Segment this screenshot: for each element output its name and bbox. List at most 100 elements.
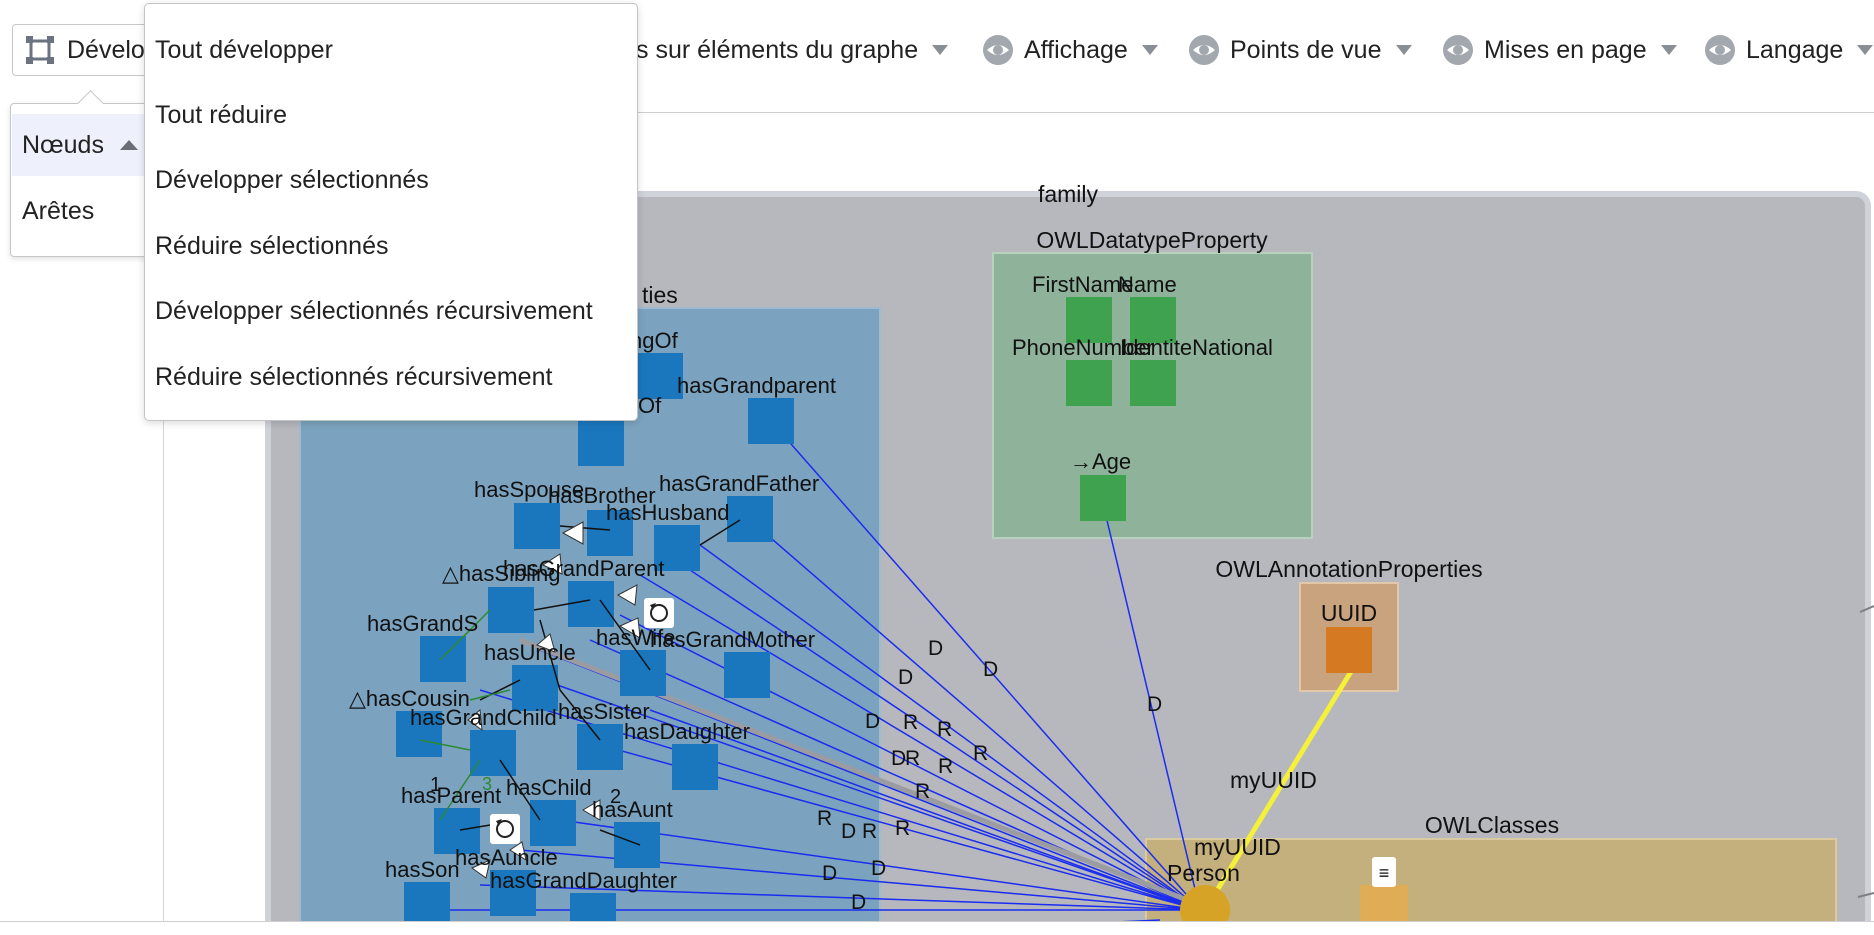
target-edges-item[interactable]: Arêtes xyxy=(12,180,150,242)
expand-collapse-button[interactable]: Dévelo xyxy=(12,24,154,76)
datatype-labels: FirstName Name PhoneNumber IdentiteNatio… xyxy=(1012,272,1273,474)
label-hasgrandparent-2: hasGrandParent xyxy=(503,556,664,581)
label-haschild: hasChild xyxy=(506,775,592,800)
node-hasuncle[interactable] xyxy=(512,665,558,711)
object-property-nodes xyxy=(396,353,794,921)
label-haswife: hasWife xyxy=(596,625,675,650)
domain-range-edges xyxy=(450,419,1201,921)
cardinality-two: 2 xyxy=(610,786,621,808)
domain-marker-6: D xyxy=(891,747,906,770)
menu-expand-selected[interactable]: Développer sélectionnés xyxy=(155,165,429,194)
label-phonenumber: PhoneNumber xyxy=(1012,335,1154,360)
node-of[interactable] xyxy=(578,420,624,466)
domain-marker-3: D xyxy=(898,666,913,689)
menu-collapse-selected[interactable]: Réduire sélectionnés xyxy=(155,231,389,260)
range-marker-8: R xyxy=(862,820,877,843)
graph-elements-actions-button[interactable]: s sur éléments du graphe xyxy=(636,24,949,76)
label-hasbrother: hasBrother xyxy=(548,483,656,508)
label-hasspouse: hasSpouse xyxy=(474,477,584,502)
display-label: Affichage xyxy=(1024,35,1128,64)
node-hasgranddaughter[interactable] xyxy=(570,893,616,921)
cardinality-three: 3 xyxy=(482,774,492,794)
node-hasdaughter[interactable] xyxy=(672,744,718,790)
label-hascousin: △hasCousin xyxy=(349,686,470,711)
range-marker-9: R xyxy=(895,817,910,840)
layouts-menu-button[interactable]: Mises en page xyxy=(1442,24,1677,76)
annotation-group-label: OWLAnnotationProperties xyxy=(1215,556,1482,582)
node-hasauncle[interactable] xyxy=(490,870,536,916)
node-hasspouse[interactable] xyxy=(514,503,560,549)
label-hasgrands: hasGrandS xyxy=(367,611,478,636)
label-hassibling: △hasSibling xyxy=(442,561,560,586)
language-menu-button[interactable]: Langage xyxy=(1704,24,1874,76)
node-uuid[interactable] xyxy=(1326,627,1372,673)
target-nodes-item[interactable]: Nœuds xyxy=(12,114,150,176)
eye-icon xyxy=(1189,35,1219,65)
caret-down-icon xyxy=(1141,45,1158,55)
node-class-2[interactable] xyxy=(1360,885,1408,921)
refresh-icon[interactable] xyxy=(490,814,520,844)
node-age[interactable] xyxy=(1080,475,1126,521)
node-hasgrandfather[interactable] xyxy=(727,496,773,542)
expand-collapse-dropdown: Tout développer Tout réduire Développer … xyxy=(144,3,638,421)
domain-marker-8: D xyxy=(822,862,837,885)
node-hassibling[interactable] xyxy=(488,587,534,633)
label-hasauncle: hasAuncle xyxy=(455,845,558,870)
node-hasgrandchild[interactable] xyxy=(470,730,516,776)
node-hascousin[interactable] xyxy=(396,711,442,757)
node-person[interactable] xyxy=(1180,885,1230,921)
domain-marker-10: D xyxy=(851,891,866,914)
range-marker-5: R xyxy=(938,755,953,778)
node-phonenumber[interactable] xyxy=(1066,360,1112,406)
domain-marker-9: D xyxy=(871,857,886,880)
node-hasgrands[interactable] xyxy=(420,636,466,682)
viewpoints-menu-button[interactable]: Points de vue xyxy=(1188,24,1412,76)
label-hassister: hasSister xyxy=(558,699,650,724)
node-hasson[interactable] xyxy=(404,882,450,921)
target-selector-menu: Nœuds Arêtes xyxy=(10,90,152,257)
node-hasparent[interactable] xyxy=(434,808,480,854)
node-haschild[interactable] xyxy=(530,800,576,846)
graph-svg[interactable]: family ties OWLDatatypeProperty OWLAnnot… xyxy=(164,113,1874,921)
node-identitenational[interactable] xyxy=(1130,360,1176,406)
language-label: Langage xyxy=(1746,35,1844,64)
classes-group xyxy=(1145,838,1837,921)
node-hassister[interactable] xyxy=(577,724,623,770)
caret-down-icon xyxy=(932,45,949,55)
node-haswife[interactable] xyxy=(620,650,666,696)
class-menu-button[interactable] xyxy=(1372,857,1396,887)
viewpoints-label: Points de vue xyxy=(1230,35,1382,64)
graph-elements-label: s sur éléments du graphe xyxy=(636,35,919,64)
label-of: Of xyxy=(638,393,662,418)
label-hasuncle: hasUncle xyxy=(484,640,576,665)
node-hasgrandparent-2[interactable] xyxy=(568,581,614,627)
label-hasdaughter: hasDaughter xyxy=(624,719,750,744)
label-hasparent: hasParent xyxy=(401,783,501,808)
menu-collapse-all[interactable]: Tout réduire xyxy=(155,100,288,129)
label-age: →Age xyxy=(1070,449,1131,474)
node-hasgrandmother[interactable] xyxy=(724,652,770,698)
target-edges-label: Arêtes xyxy=(22,196,95,225)
display-menu-button[interactable]: Affichage xyxy=(982,24,1158,76)
datatype-nodes xyxy=(1066,297,1176,521)
domain-marker-2: D xyxy=(983,658,998,681)
eye-icon xyxy=(1705,35,1735,65)
edge-markers: D D D D D R R R D R R R R D R R D D D xyxy=(817,637,1162,914)
menu-expand-all[interactable]: Tout développer xyxy=(155,35,333,64)
eye-icon xyxy=(1443,35,1473,65)
node-siblingof[interactable] xyxy=(637,353,683,399)
node-hasgrandparent[interactable] xyxy=(748,398,794,444)
target-nodes-label: Nœuds xyxy=(22,130,104,159)
menu-collapse-selected-recursively[interactable]: Réduire sélectionnés récursivement xyxy=(155,362,553,391)
menu-expand-selected-recursively[interactable]: Développer sélectionnés récursivement xyxy=(155,296,593,325)
node-hasaunt[interactable] xyxy=(614,822,660,868)
refresh-icon[interactable] xyxy=(644,598,674,628)
label-firstname: FirstName xyxy=(1032,272,1133,297)
node-name[interactable] xyxy=(1130,297,1176,343)
node-hashusband[interactable] xyxy=(654,525,700,571)
node-firstname[interactable] xyxy=(1066,297,1112,343)
inverse-edges xyxy=(419,609,511,821)
node-hasbrother[interactable] xyxy=(587,510,633,556)
label-name: Name xyxy=(1118,272,1177,297)
eye-icon xyxy=(983,35,1013,65)
